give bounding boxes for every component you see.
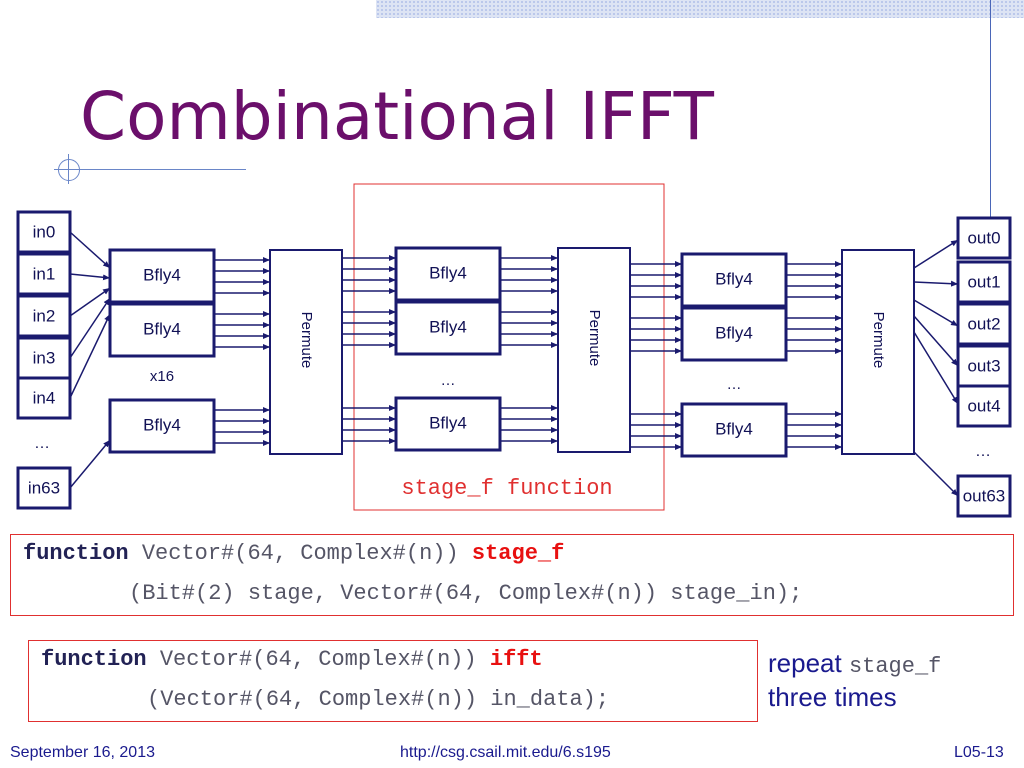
bfly4-label: Bfly4 <box>429 263 467 282</box>
bfly4-box <box>394 396 502 452</box>
decorative-line <box>54 169 246 170</box>
permute-label: Permute <box>298 312 315 369</box>
output-box <box>956 260 1012 304</box>
output-box <box>956 216 1012 260</box>
bfly4-box <box>680 306 788 362</box>
stage-f-label: stage_f function <box>401 476 612 501</box>
permute-box <box>269 249 343 455</box>
bfly4-label: Bfly4 <box>715 269 753 288</box>
keyword-function: function <box>41 647 147 672</box>
decorative-line <box>990 0 991 220</box>
multiplier-label: x16 <box>150 368 174 385</box>
output-box <box>956 302 1012 346</box>
permute-label: Permute <box>586 310 603 367</box>
permute-box <box>557 247 631 453</box>
wire-arrow <box>913 280 959 287</box>
input-box <box>16 252 72 296</box>
parameter-list: (Bit#(2) stage, Vector#(64, Complex#(n))… <box>129 581 803 606</box>
bfly4-box <box>108 398 216 454</box>
input-box <box>16 376 72 420</box>
function-name: stage_f <box>471 541 565 566</box>
ifft-diagram: stage_f function in0 in1 in2 in3 in4 … in63 out0… <box>16 183 1012 518</box>
bfly4-box <box>394 246 502 302</box>
bfly4-box <box>680 252 788 308</box>
output-label: out1 <box>967 272 1000 291</box>
decorative-band <box>376 0 1024 18</box>
bfly4-label: Bfly4 <box>429 317 467 336</box>
parameter-list: (Vector#(64, Complex#(n)) in_data); <box>147 687 610 712</box>
input-box <box>16 294 72 338</box>
decorative-line <box>68 154 69 184</box>
permute-box <box>841 249 915 455</box>
wire-arrow <box>69 297 111 359</box>
stage-f-signature: function Vector#(64, Complex#(n)) stage_… <box>10 534 1014 616</box>
stage-f-text: stage_f <box>848 654 942 679</box>
bfly4-label: Bfly4 <box>715 323 753 342</box>
bfly4-box <box>108 302 216 358</box>
bfly-ellipsis: … <box>441 372 456 389</box>
bfly4-box <box>680 402 788 458</box>
output-label: out63 <box>963 486 1006 505</box>
output-box <box>956 474 1012 518</box>
output-box <box>956 384 1012 428</box>
input-ellipsis: … <box>34 435 50 452</box>
input-label: in63 <box>28 478 60 497</box>
bfly4-box <box>108 248 216 304</box>
function-name: ifft <box>489 647 543 672</box>
wire-arrow <box>913 299 959 327</box>
footer-slide-number: L05-13 <box>954 744 1004 761</box>
return-type: Vector#(64, Complex#(n)) <box>146 647 490 672</box>
bfly4-label: Bfly4 <box>143 415 181 434</box>
repeat-note: repeat stage_f three times <box>768 648 941 712</box>
input-label: in4 <box>33 388 56 407</box>
bfly-ellipsis: … <box>727 376 742 393</box>
wire-arrow <box>69 287 111 317</box>
permute-label: Permute <box>870 312 887 369</box>
input-label: in1 <box>33 264 56 283</box>
wire-arrow <box>913 451 959 497</box>
wire-arrow <box>913 315 959 367</box>
footer-url: http://csg.csail.mit.edu/6.s195 <box>400 744 611 761</box>
bfly4-box <box>394 300 502 356</box>
bfly4-label: Bfly4 <box>143 265 181 284</box>
bfly4-label: Bfly4 <box>429 413 467 432</box>
stage-f-box <box>353 183 665 511</box>
input-label: in0 <box>33 222 56 241</box>
input-label: in3 <box>33 348 56 367</box>
output-ellipsis: … <box>975 443 991 460</box>
repeat-text: repeat <box>768 648 849 678</box>
wire-arrow <box>69 273 111 281</box>
input-label: in2 <box>33 306 56 325</box>
bfly4-label: Bfly4 <box>143 319 181 338</box>
bfly4-label: Bfly4 <box>715 419 753 438</box>
wire-arrow <box>69 439 111 489</box>
output-label: out3 <box>967 356 1000 375</box>
ifft-signature: function Vector#(64, Complex#(n)) ifft (… <box>28 640 758 722</box>
input-box <box>16 466 72 510</box>
three-times-text: three times <box>768 682 897 712</box>
output-label: out0 <box>967 228 1000 247</box>
wire-arrow <box>69 313 111 399</box>
return-type: Vector#(64, Complex#(n)) <box>128 541 472 566</box>
wire-arrow <box>913 239 959 269</box>
wire-arrow <box>913 331 959 405</box>
decorative-circle <box>58 159 80 181</box>
page-title: Combinational IFFT <box>80 78 714 155</box>
keyword-function: function <box>23 541 129 566</box>
footer-date: September 16, 2013 <box>10 744 155 761</box>
wire-arrow <box>69 231 111 269</box>
output-label: out2 <box>967 314 1000 333</box>
output-label: out4 <box>967 396 1000 415</box>
